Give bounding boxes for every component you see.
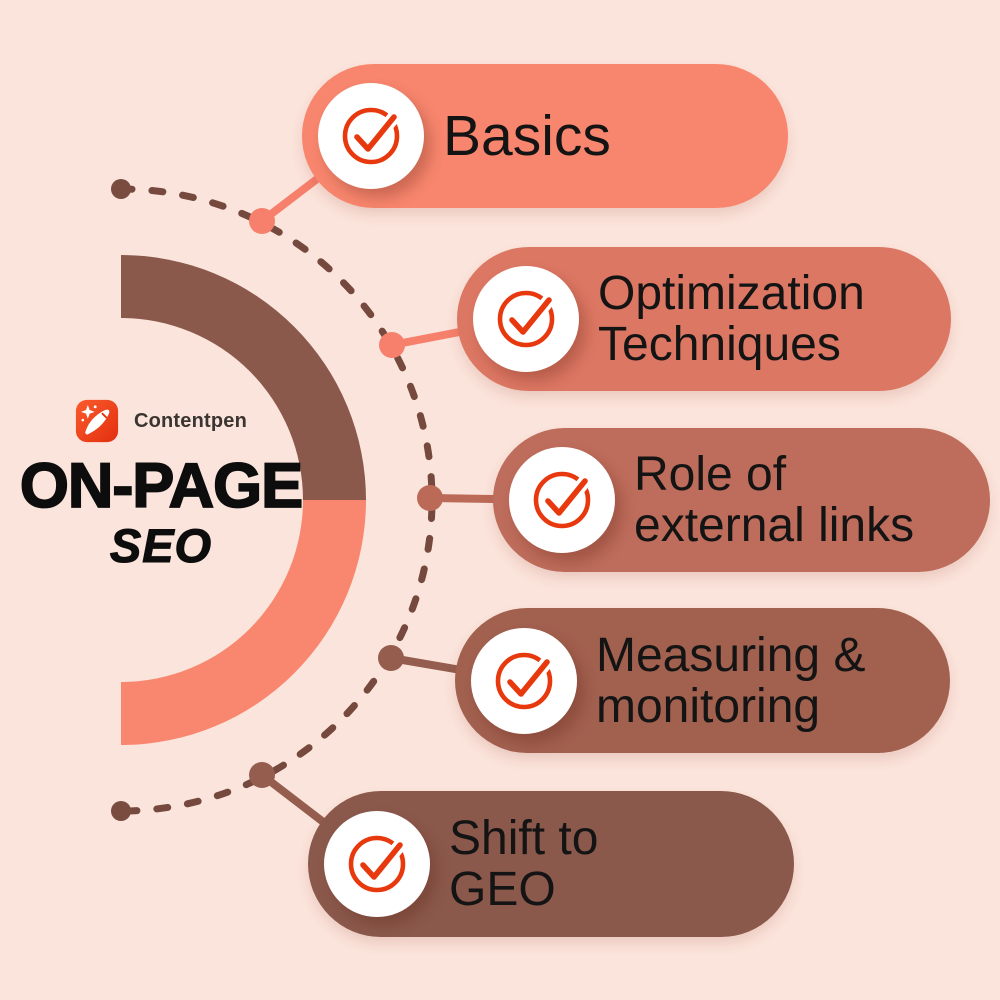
check-circle-icon: [533, 471, 592, 529]
item-label-line1: Role of: [634, 448, 787, 501]
list-item-basics: Basics: [302, 64, 788, 208]
item-label: Basics: [443, 107, 611, 165]
item-label-line2: Techniques: [598, 318, 841, 371]
item-label: Role of external links: [634, 449, 914, 551]
check-circle-icon: [348, 835, 407, 893]
item-label-line1: Basics: [443, 104, 611, 168]
list-item-measuring-monitoring: Measuring & monitoring: [455, 608, 950, 753]
progress-arc-top: [121, 255, 366, 500]
item-label-line2: external links: [634, 499, 915, 552]
item-label: Shift to GEO: [449, 813, 598, 915]
brand-row: Contentpen: [0, 398, 322, 444]
connector-dot-1: [249, 208, 275, 234]
connector-dot-4: [378, 645, 404, 671]
check-badge: [509, 447, 615, 553]
item-label-line2: monitoring: [596, 679, 821, 733]
check-badge: [473, 266, 579, 372]
item-label-line1: Optimization: [598, 267, 865, 320]
connector-dot-3: [417, 485, 443, 511]
item-label: Measuring & monitoring: [596, 630, 865, 732]
center-title-block: Contentpen ON-PAGE SEO: [0, 398, 322, 573]
check-badge: [471, 627, 577, 734]
check-circle-icon: [495, 652, 554, 709]
list-item-shift-to-geo: Shift to GEO: [308, 791, 794, 937]
pen-sparkle-icon: [75, 399, 119, 443]
page-title: ON-PAGE: [19, 451, 304, 521]
item-label-line1: Measuring &: [596, 628, 866, 682]
check-circle-icon: [497, 290, 556, 348]
check-badge: [324, 811, 430, 917]
list-item-role-of-external-links: Role of external links: [493, 428, 990, 572]
progress-arc-bottom: [121, 500, 366, 745]
item-label-line1: Shift to: [449, 812, 599, 865]
item-label-line2: GEO: [449, 863, 556, 916]
arc-end-dot: [111, 801, 131, 821]
brand-name: Contentpen: [133, 409, 248, 432]
item-label: Optimization Techniques: [598, 268, 865, 370]
arc-start-dot: [111, 179, 131, 199]
check-circle-icon: [342, 107, 401, 165]
list-item-optimization-techniques: Optimization Techniques: [457, 247, 951, 391]
check-badge: [318, 83, 424, 189]
connector-dot-5: [249, 762, 275, 788]
connector-dot-2: [379, 332, 405, 358]
page-subtitle: SEO: [109, 519, 213, 573]
